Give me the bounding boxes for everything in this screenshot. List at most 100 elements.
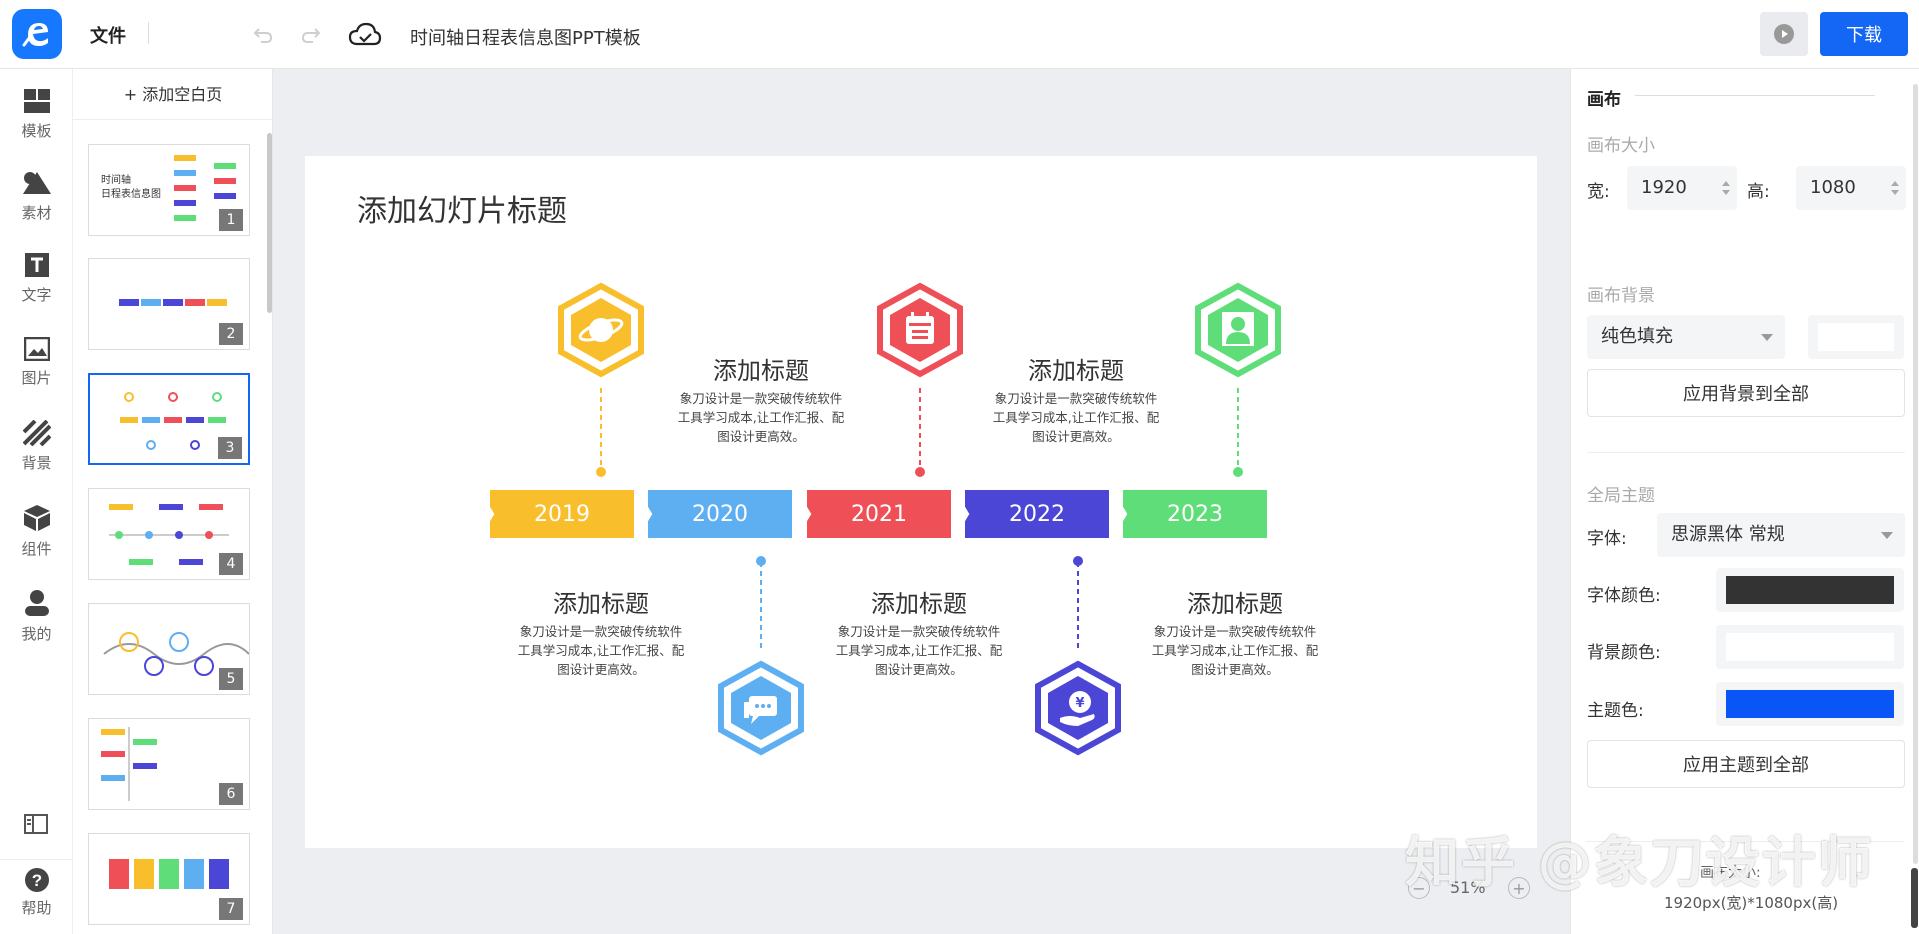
nav-label: 组件 <box>21 539 52 558</box>
year-tag-2021[interactable]: 2021 <box>807 490 951 538</box>
desc-line: 象刀设计是一款突破传统软件 <box>837 624 1001 639</box>
slide-title[interactable]: 添加幻灯片标题 <box>357 194 567 229</box>
page-thumbnail-6[interactable]: 6 <box>88 718 250 810</box>
item-description[interactable]: 象刀设计是一款突破传统软件 工具学习成本,让工作汇报、配 图设计更高效。 <box>976 389 1176 446</box>
page-number: 3 <box>218 437 242 459</box>
watermark: 知乎 @象刀设计师 <box>1405 831 1874 894</box>
zoom-level: 51% <box>1450 878 1486 897</box>
page-thumbnail-2[interactable]: 2 <box>88 258 250 350</box>
font-color-picker[interactable] <box>1716 568 1904 612</box>
item-description[interactable]: 象刀设计是一款突破传统软件 工具学习成本,让工作汇报、配 图设计更高效。 <box>1135 622 1335 679</box>
page-thumbnail-5[interactable]: 5 <box>88 603 250 695</box>
add-blank-page-button[interactable]: + 添加空白页 <box>123 85 223 104</box>
nav-item-image[interactable]: 图片 <box>0 325 73 399</box>
pages-panel: + 添加空白页 时间轴 日程表信息图 1 2 3 4 <box>73 69 273 934</box>
font-value: 思源黑体 常规 <box>1671 524 1785 545</box>
document-title[interactable]: 时间轴日程表信息图PPT模板 <box>410 28 641 49</box>
svg-text:?: ? <box>31 871 41 890</box>
svg-text:¥: ¥ <box>1075 696 1084 711</box>
item-description[interactable]: 象刀设计是一款突破传统软件 工具学习成本,让工作汇报、配 图设计更高效。 <box>819 622 1019 679</box>
page-thumbnail-7[interactable]: 7 <box>88 833 250 925</box>
stepper-icon[interactable] <box>1890 178 1900 198</box>
year-tag-2020[interactable]: 2020 <box>648 490 792 538</box>
panel-scrollbar[interactable] <box>1913 84 1918 864</box>
thumb-graphic <box>103 632 249 676</box>
width-value: 1920 <box>1641 177 1687 198</box>
thumb-graphic <box>174 155 236 221</box>
slide-canvas[interactable]: 添加幻灯片标题 ¥ <box>305 156 1537 848</box>
page-number: 6 <box>219 783 243 805</box>
help-button[interactable]: ? 帮助 <box>0 867 73 933</box>
page-thumbnail-4[interactable]: 4 <box>88 488 250 580</box>
item-title[interactable]: 添加标题 <box>713 357 809 385</box>
nav-item-template[interactable]: 模板 <box>0 77 73 151</box>
bg-color-picker[interactable] <box>1716 625 1904 669</box>
thumb-title: 日程表信息图 <box>101 189 161 200</box>
desc-line: 工具学习成本,让工作汇报、配 <box>517 643 685 658</box>
desc-line: 象刀设计是一款突破传统软件 <box>1153 624 1317 639</box>
component-icon <box>23 504 50 531</box>
play-icon <box>1774 24 1794 44</box>
desc-line: 工具学习成本,让工作汇报、配 <box>1151 643 1319 658</box>
image-icon <box>23 336 50 361</box>
undo-icon[interactable] <box>250 22 276 48</box>
item-title[interactable]: 添加标题 <box>1028 357 1124 385</box>
apply-theme-all-button[interactable]: 应用主题到全部 <box>1587 740 1905 788</box>
font-select[interactable]: 思源黑体 常规 <box>1657 513 1905 557</box>
height-value: 1080 <box>1810 177 1856 198</box>
nav-item-material[interactable]: 素材 <box>0 159 73 233</box>
file-menu[interactable]: 文件 <box>90 26 126 47</box>
page-thumbnail-3[interactable]: 3 <box>88 373 250 465</box>
bg-color-label: 背景颜色: <box>1587 643 1661 663</box>
nav-label: 图片 <box>21 368 52 387</box>
fill-type-select[interactable]: 纯色填充 <box>1587 315 1785 359</box>
pages-scrollbar[interactable] <box>267 133 272 313</box>
apply-bg-all-button[interactable]: 应用背景到全部 <box>1587 369 1905 417</box>
play-button[interactable] <box>1760 12 1808 56</box>
desc-line: 象刀设计是一款突破传统软件 <box>679 391 843 406</box>
material-icon <box>22 171 51 194</box>
zoom-in-button[interactable]: + <box>1508 877 1530 899</box>
item-description[interactable]: 象刀设计是一款突破传统软件 工具学习成本,让工作汇报、配 图设计更高效。 <box>501 622 701 679</box>
help-icon: ? <box>24 868 49 892</box>
app-logo[interactable] <box>12 9 62 59</box>
divider <box>1635 95 1875 96</box>
download-button[interactable]: 下载 <box>1820 12 1908 56</box>
zoom-out-button[interactable]: − <box>1408 877 1430 899</box>
item-title[interactable]: 添加标题 <box>1187 590 1283 618</box>
chevron-down-icon <box>1761 334 1773 341</box>
nav-item-background[interactable]: 背景 <box>0 409 73 483</box>
cloud-save-icon[interactable] <box>348 20 382 54</box>
year-tag-2023[interactable]: 2023 <box>1123 490 1267 538</box>
width-input[interactable]: 1920 <box>1627 166 1737 210</box>
canvas-area: 添加幻灯片标题 ¥ <box>273 69 1570 934</box>
redo-icon[interactable] <box>298 22 324 48</box>
year-tag-2022[interactable]: 2022 <box>965 490 1109 538</box>
stepper-icon[interactable] <box>1721 178 1731 198</box>
user-icon <box>24 589 49 616</box>
desc-line: 工具学习成本,让工作汇报、配 <box>992 410 1160 425</box>
width-label: 宽: <box>1587 182 1610 202</box>
desc-line: 图设计更高效。 <box>1032 429 1120 444</box>
page-thumbnail-1[interactable]: 时间轴 日程表信息图 1 <box>88 144 250 236</box>
desc-line: 工具学习成本,让工作汇报、配 <box>677 410 845 425</box>
desc-line: 图设计更高效。 <box>717 429 805 444</box>
nav-label: 文字 <box>21 285 52 304</box>
layout-toggle-icon[interactable] <box>24 814 48 838</box>
bg-color-swatch[interactable] <box>1808 315 1904 359</box>
theme-color-label: 主题色: <box>1587 701 1644 721</box>
item-title[interactable]: 添加标题 <box>553 590 649 618</box>
height-input[interactable]: 1080 <box>1796 166 1906 210</box>
nav-item-component[interactable]: 组件 <box>0 494 73 568</box>
page-number: 5 <box>219 668 243 690</box>
theme-color-picker[interactable] <box>1716 682 1904 726</box>
year-tag-2019[interactable]: 2019 <box>490 490 634 538</box>
item-description[interactable]: 象刀设计是一款突破传统软件 工具学习成本,让工作汇报、配 图设计更高效。 <box>661 389 861 446</box>
nav-item-mine[interactable]: 我的 <box>0 579 73 653</box>
item-title[interactable]: 添加标题 <box>871 590 967 618</box>
theme-color-fill <box>1726 690 1894 718</box>
section-title: 画布 <box>1587 90 1621 110</box>
chevron-down-icon <box>1881 532 1893 539</box>
nav-item-text[interactable]: 文字 <box>0 241 73 315</box>
scrollbar-handle[interactable] <box>1911 868 1918 928</box>
